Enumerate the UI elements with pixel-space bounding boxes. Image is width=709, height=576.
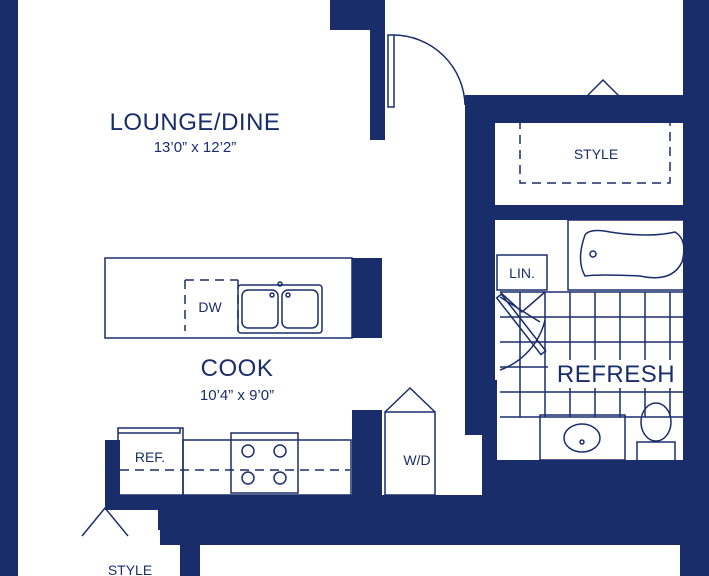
kitchen-island: DW	[104, 257, 353, 339]
fridge-left-wall	[105, 440, 120, 500]
style-closet-bottom: STYLE	[18, 506, 158, 576]
closet-bifold-door	[574, 78, 632, 109]
corridor-opening	[200, 545, 680, 576]
bottom-closet-bifold-door	[81, 506, 129, 537]
bath-top-wall	[485, 205, 695, 220]
washer-dryer	[384, 411, 436, 496]
cook-right-column	[352, 410, 382, 500]
bath-tile-grid	[500, 291, 683, 418]
tub-drain	[589, 250, 597, 258]
sink-bowl-right	[281, 289, 319, 329]
closet-top-wall	[465, 95, 697, 123]
bath-door-leaf	[495, 293, 547, 356]
cook-room-dims: 10’4” x 9’0”	[200, 387, 274, 404]
bathtub	[567, 219, 689, 291]
bathtub-basin	[579, 229, 685, 279]
cook-room-label: COOK	[201, 355, 274, 382]
bathroom: REFRESH LIN.	[495, 219, 689, 463]
washer-dryer-label: W/D	[403, 452, 430, 468]
dishwasher-label: DW	[198, 299, 222, 315]
left-window-jamb	[0, 275, 6, 435]
washer-dryer-bifold-door	[384, 386, 436, 413]
bath-door-swing	[499, 319, 546, 371]
style-closet-top: STYLE	[497, 78, 683, 205]
burner	[273, 444, 287, 458]
refrigerator-label: REF.	[135, 449, 165, 465]
island-counter	[104, 257, 353, 339]
bath-left-wall-upper	[465, 95, 495, 435]
faucet	[277, 281, 283, 287]
entry-door	[387, 34, 466, 108]
burner	[241, 471, 255, 485]
linen-closet	[496, 254, 548, 291]
island-end-column	[352, 258, 382, 338]
bath-bottom-wall	[497, 460, 697, 500]
style-closet-label: STYLE	[574, 146, 618, 162]
linen-closet-label: LIN.	[509, 265, 535, 281]
entry-wall-left	[370, 0, 385, 140]
entry-door-leaf	[387, 34, 395, 108]
refresh-room-label: REFRESH	[557, 361, 675, 388]
sink-basin	[563, 423, 601, 453]
closet-shelf-outline	[519, 120, 671, 184]
washer-dryer-closet: W/D	[384, 386, 436, 496]
bath-left-wall-lower	[482, 380, 497, 500]
kitchen-counter: REF.	[117, 427, 352, 496]
lounge-room-label: LOUNGE/DINE	[110, 109, 281, 136]
burner	[241, 444, 255, 458]
double-sink	[237, 284, 323, 334]
entry-door-swing	[393, 34, 466, 106]
sink-bowl-left	[241, 289, 279, 329]
lounge-room-dims: 13’0” x 12’2”	[154, 139, 237, 156]
toilet	[636, 402, 676, 463]
counter-top	[182, 439, 352, 496]
burner	[273, 471, 287, 485]
vanity	[539, 414, 626, 461]
range	[230, 432, 299, 494]
style-closet-bottom-label: STYLE	[108, 562, 152, 576]
